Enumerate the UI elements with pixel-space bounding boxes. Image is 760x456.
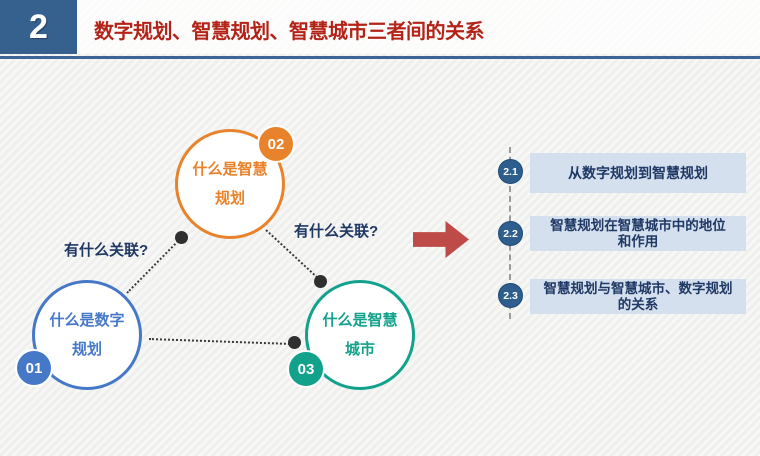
node-digital-planning: 什么是数字 规划 <box>32 280 142 390</box>
connector-dot-top-left <box>175 231 188 244</box>
node-smart-city-label-line2: 城市 <box>344 341 375 358</box>
agenda-item-3-text-line2: 的关系 <box>617 296 659 312</box>
connector-line-01-03 <box>148 338 290 345</box>
agenda-badge-2-3: 2.3 <box>498 283 523 308</box>
node-smart-city-label-line1: 什么是智慧 <box>322 311 398 329</box>
section-number: 2 <box>29 7 48 46</box>
connector-dot-bottom <box>288 336 301 349</box>
agenda-item-1-text: 从数字规划到智慧规划 <box>568 165 708 181</box>
header-underline <box>0 56 760 59</box>
node-smart-city: 什么是智慧 城市 <box>305 280 415 390</box>
node-smart-planning-label-line2: 规划 <box>214 190 245 207</box>
relation-question-left: 有什么关联? <box>64 242 149 259</box>
agenda-item-2-text-line2: 和作用 <box>617 233 659 249</box>
node-badge-03: 03 <box>287 350 325 388</box>
agenda-item-2: 智慧规划在智慧城市中的地位 和作用 <box>530 216 746 251</box>
section-number-box: 2 <box>0 0 77 54</box>
agenda-item-1: 从数字规划到智慧规划 <box>530 153 746 193</box>
header-strip <box>77 0 760 54</box>
agenda-badge-2-1: 2.1 <box>498 159 523 184</box>
node-badge-01: 01 <box>15 349 53 387</box>
node-digital-planning-label-line2: 规划 <box>71 341 102 358</box>
node-digital-planning-label-line1: 什么是数字 <box>49 311 125 329</box>
agenda-badge-2-2: 2.2 <box>498 221 523 246</box>
relation-question-right: 有什么关联? <box>294 223 379 240</box>
agenda-item-2-text-line1: 智慧规划在智慧城市中的地位 <box>550 217 726 233</box>
agenda-item-3: 智慧规划与智慧城市、数字规划 的关系 <box>530 279 746 314</box>
right-arrow-icon <box>413 221 469 258</box>
page-title: 数字规划、智慧规划、智慧城市三者间的关系 <box>94 21 485 43</box>
node-smart-planning-label-line1: 什么是智慧 <box>192 160 268 178</box>
node-badge-02: 02 <box>257 125 295 163</box>
connector-dot-top-right <box>314 275 327 288</box>
agenda-item-3-text-line1: 智慧规划与智慧城市、数字规划 <box>543 280 733 296</box>
